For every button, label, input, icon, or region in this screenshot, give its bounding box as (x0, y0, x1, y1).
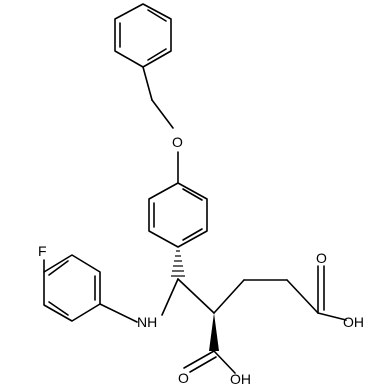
central-ring-double-bond-2 (182, 228, 203, 241)
benzyl-phenyl-ring (114, 3, 172, 68)
fluorophenyl-ring (43, 254, 101, 322)
nh-to-fluorophenyl-bond (99, 303, 138, 323)
c2-to-ch2-bond (213, 279, 245, 314)
benzyl-ch2-bond-a (142, 66, 153, 101)
central-ring-double-bond-1 (182, 188, 203, 201)
bottom-acid-carbonyl-bond-b (189, 356, 217, 373)
right-acid-oh-label: OH (343, 314, 364, 330)
fluorophenyl-double-bond-2 (48, 301, 69, 316)
central-ring-outline (148, 182, 208, 248)
amine-nh-label: NH (137, 314, 157, 330)
bottom-acid-carbonyl-oxygen-label: O (178, 370, 189, 386)
fluorine-label: F (38, 243, 47, 259)
c1-to-c2-bond (177, 278, 215, 314)
bottom-acid-oh-bond (213, 350, 236, 374)
bottom-acid-oh-label: OH (230, 371, 251, 387)
right-acid-carbonyl-oxygen-label: O (316, 250, 327, 266)
stereo-hash-bond-1 (171, 250, 185, 277)
bottom-acid-carbonyl-bond-a (183, 350, 215, 369)
ch2-to-acid-carbon-bond (286, 279, 319, 314)
stereo-wedge-bond-2 (209, 313, 219, 351)
fluorophenyl-ring-outline (43, 254, 101, 322)
acid-oh-bond (317, 312, 347, 321)
benzyl-ring-double-bond-2 (147, 48, 167, 61)
ether-oxygen-label: O (172, 134, 183, 150)
benzyl-ring-outline (114, 3, 172, 68)
benzyl-ch2-bond-b (151, 99, 174, 129)
benzyl-ring-double-bond-1 (147, 9, 167, 22)
c1-to-nh-bond (161, 278, 179, 316)
fluorophenyl-double-bond-3 (48, 260, 69, 276)
central-phenyl-ring (148, 182, 208, 248)
